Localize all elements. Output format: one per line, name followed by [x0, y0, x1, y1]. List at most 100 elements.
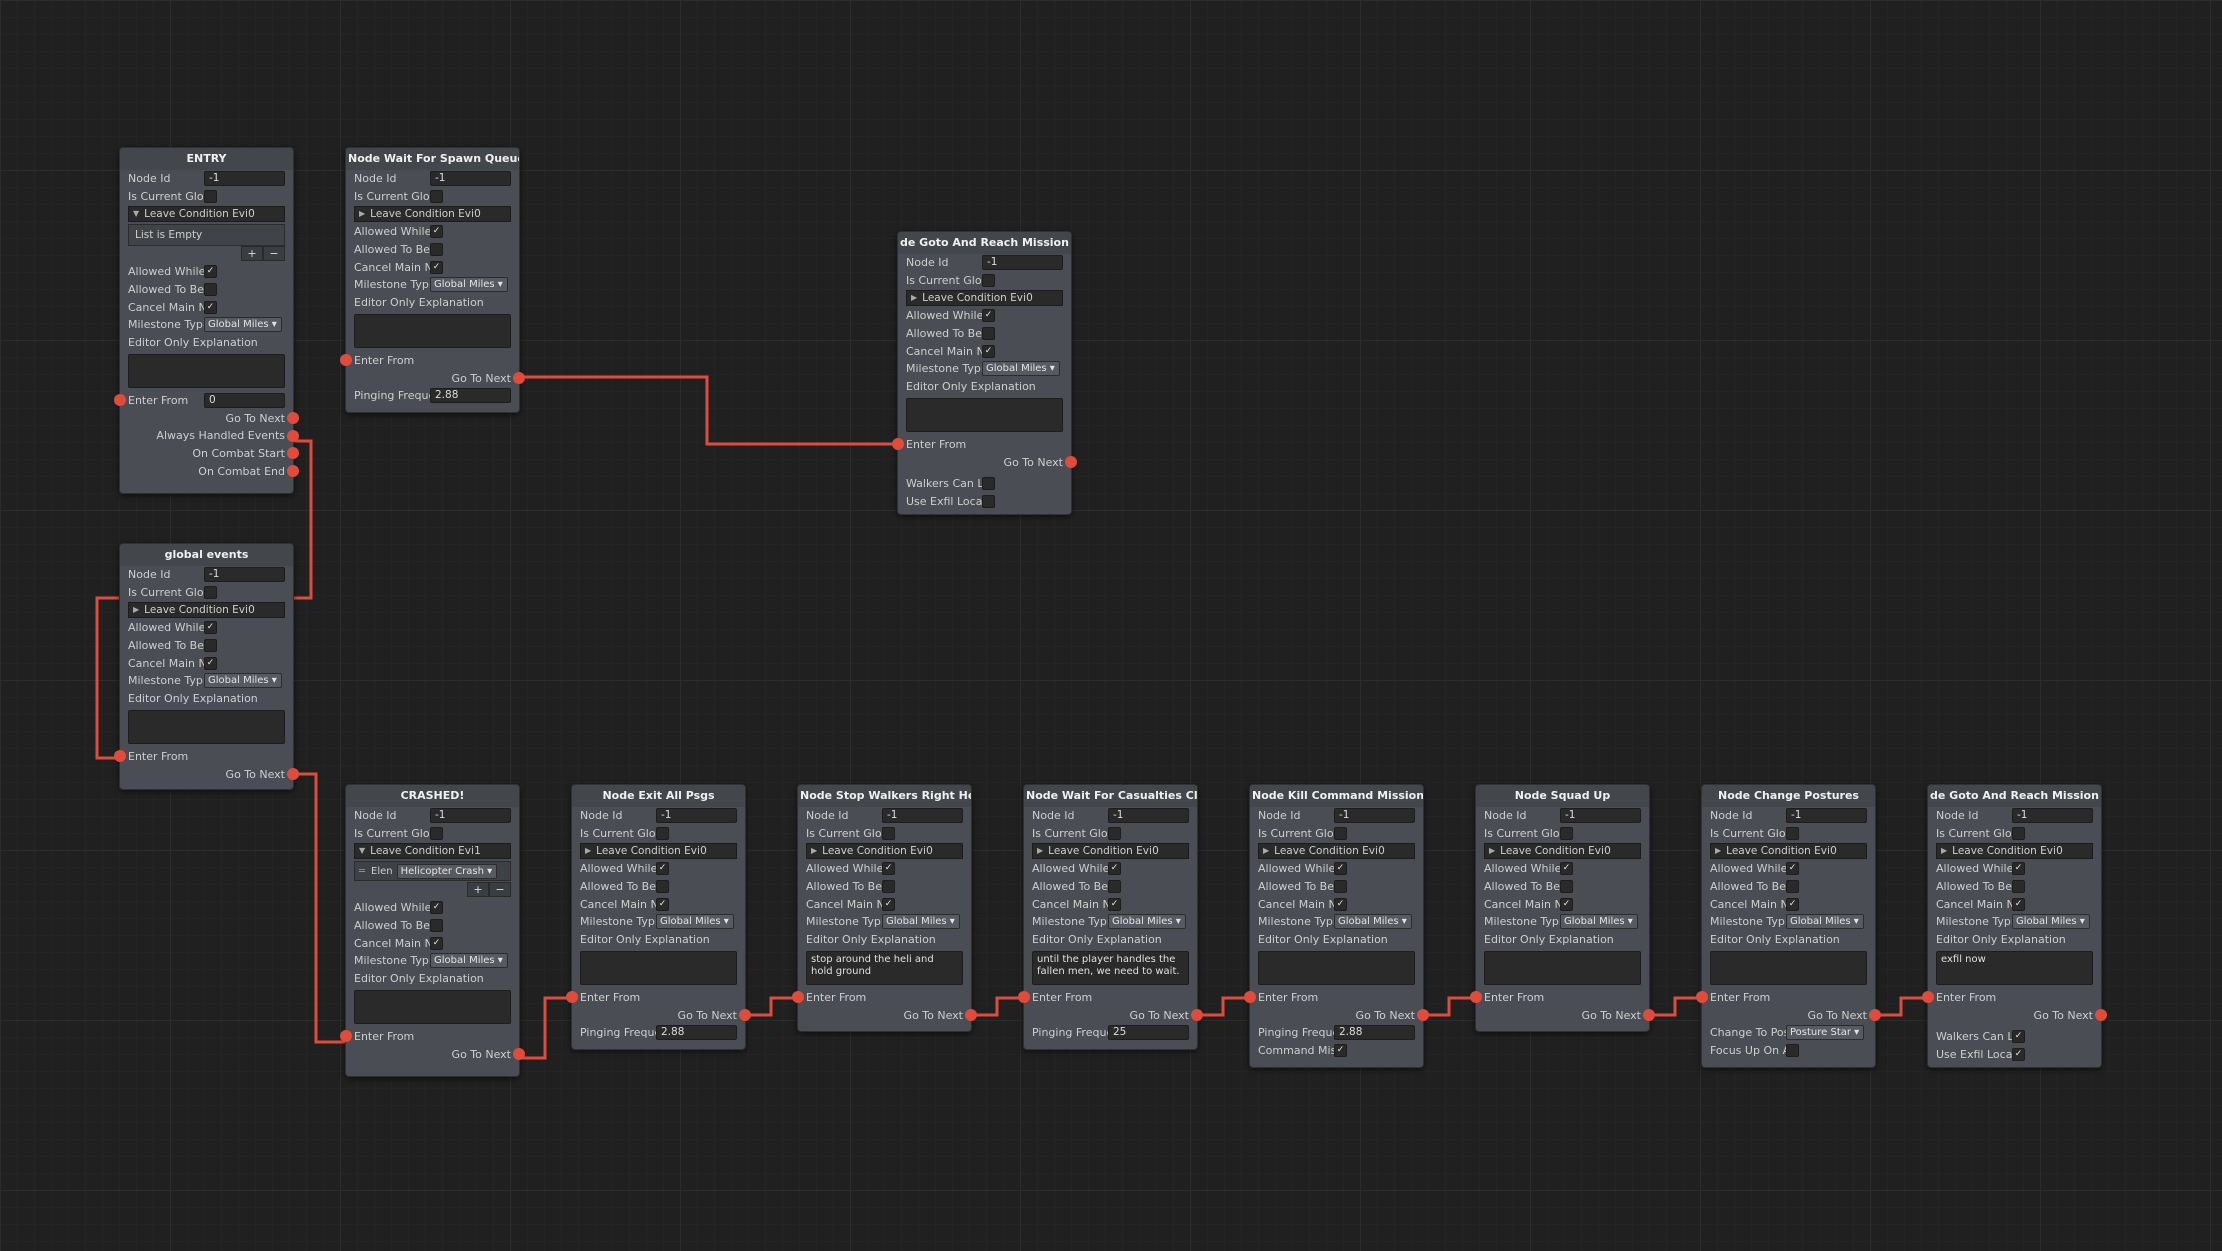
- allowed-while-checkbox[interactable]: ✓: [1786, 862, 1799, 876]
- element-dropdown[interactable]: Helicopter Crash ▾: [396, 863, 497, 879]
- milestone-dropdown[interactable]: Global Miles ▾: [1560, 914, 1638, 930]
- explanation-textarea[interactable]: [128, 353, 285, 388]
- allowed-to-be-checkbox[interactable]: [204, 283, 217, 297]
- walkers-checkbox[interactable]: [982, 477, 995, 491]
- node-crashed[interactable]: CRASHED! Node Id-1 Is Current Glot ▼Leav…: [340, 784, 525, 1077]
- node-id-field[interactable]: -1: [204, 171, 285, 187]
- enter-from-port[interactable]: [892, 438, 904, 451]
- milestone-dropdown[interactable]: Global Miles ▾: [430, 277, 508, 293]
- cancel-main-checkbox[interactable]: ✓: [204, 300, 217, 314]
- enter-from-field[interactable]: 0: [204, 392, 285, 408]
- go-to-next-port[interactable]: [1191, 1009, 1203, 1022]
- go-to-next-port[interactable]: [1869, 1009, 1881, 1022]
- explanation-textarea[interactable]: [354, 313, 511, 348]
- is-current-checkbox[interactable]: [430, 190, 443, 204]
- is-current-checkbox[interactable]: [204, 586, 217, 600]
- node-goto-mission-destination-top[interactable]: de Goto And Reach Mission Destinat Node …: [892, 231, 1077, 515]
- enter-from-port[interactable]: [1244, 991, 1256, 1004]
- on-combat-end-port[interactable]: [287, 465, 299, 478]
- go-to-next-port[interactable]: [2095, 1009, 2107, 1022]
- allowed-while-checkbox[interactable]: ✓: [204, 265, 217, 279]
- explanation-textarea[interactable]: [1710, 950, 1867, 985]
- explanation-textarea[interactable]: stop around the heli and hold ground: [806, 950, 963, 985]
- pinging-field[interactable]: 2.88: [656, 1025, 737, 1041]
- milestone-dropdown[interactable]: Global Miles ▾: [204, 673, 282, 689]
- cancel-main-checkbox[interactable]: ✓: [1334, 897, 1347, 911]
- is-current-checkbox[interactable]: [656, 827, 669, 841]
- go-to-next-port[interactable]: [1417, 1009, 1429, 1022]
- allowed-while-checkbox[interactable]: ✓: [1108, 862, 1121, 876]
- cancel-main-checkbox[interactable]: ✓: [430, 260, 443, 274]
- allowed-to-be-checkbox[interactable]: [1560, 880, 1573, 894]
- node-id-field[interactable]: -1: [1786, 808, 1867, 824]
- cancel-main-checkbox[interactable]: ✓: [204, 656, 217, 670]
- cancel-main-checkbox[interactable]: ✓: [1560, 897, 1573, 911]
- node-id-field[interactable]: -1: [1108, 808, 1189, 824]
- go-to-next-port[interactable]: [513, 1048, 525, 1061]
- walkers-checkbox[interactable]: ✓: [2012, 1030, 2025, 1044]
- allowed-to-be-checkbox[interactable]: [1334, 880, 1347, 894]
- allowed-to-be-checkbox[interactable]: [882, 880, 895, 894]
- is-current-checkbox[interactable]: [1334, 827, 1347, 841]
- enter-from-port[interactable]: [566, 991, 578, 1004]
- explanation-textarea[interactable]: [1258, 950, 1415, 985]
- command-mis-checkbox[interactable]: ✓: [1334, 1043, 1347, 1057]
- allowed-while-checkbox[interactable]: ✓: [982, 309, 995, 323]
- always-handled-port[interactable]: [287, 429, 299, 442]
- node-wait-for-spawn-queue[interactable]: Node Wait For Spawn Queue Node Id-1 Is C…: [340, 147, 525, 413]
- milestone-dropdown[interactable]: Global Miles ▾: [430, 953, 508, 969]
- explanation-textarea[interactable]: [906, 397, 1063, 432]
- allowed-to-be-checkbox[interactable]: [430, 243, 443, 257]
- cancel-main-checkbox[interactable]: ✓: [882, 897, 895, 911]
- cancel-main-checkbox[interactable]: ✓: [1786, 897, 1799, 911]
- node-kill-command-mission[interactable]: Node Kill Command Mission Node Id-1 Is C…: [1244, 784, 1429, 1068]
- node-goto-mission-destination-bottom[interactable]: de Goto And Reach Mission Destinat Node …: [1922, 784, 2107, 1068]
- go-to-next-port[interactable]: [513, 372, 525, 385]
- go-to-next-port[interactable]: [965, 1009, 977, 1022]
- enter-from-port[interactable]: [1922, 991, 1934, 1004]
- milestone-dropdown[interactable]: Global Miles ▾: [1108, 914, 1186, 930]
- node-id-field[interactable]: -1: [430, 808, 511, 824]
- is-current-checkbox[interactable]: [204, 190, 217, 204]
- explanation-textarea[interactable]: exfil now: [1936, 950, 2093, 985]
- allowed-while-checkbox[interactable]: ✓: [656, 862, 669, 876]
- pinging-field[interactable]: 2.88: [430, 388, 511, 404]
- drag-handle-icon[interactable]: ═: [359, 865, 366, 877]
- allowed-to-be-checkbox[interactable]: [1786, 880, 1799, 894]
- go-to-next-port[interactable]: [1065, 456, 1077, 469]
- allowed-while-checkbox[interactable]: ✓: [1560, 862, 1573, 876]
- node-entry[interactable]: ENTRY Node Id-1 Is Current Glot ▼Leave C…: [114, 147, 299, 494]
- is-current-checkbox[interactable]: [1560, 827, 1573, 841]
- allowed-while-checkbox[interactable]: ✓: [882, 862, 895, 876]
- node-id-field[interactable]: -1: [882, 808, 963, 824]
- node-id-field[interactable]: -1: [430, 171, 511, 187]
- cancel-main-checkbox[interactable]: ✓: [982, 344, 995, 358]
- node-squad-up[interactable]: Node Squad Up Node Id-1 Is Current Glot …: [1470, 784, 1655, 1032]
- on-combat-start-port[interactable]: [287, 447, 299, 460]
- allowed-to-be-checkbox[interactable]: [1108, 880, 1121, 894]
- enter-from-port[interactable]: [792, 991, 804, 1004]
- is-current-checkbox[interactable]: [1786, 827, 1799, 841]
- allowed-to-be-checkbox[interactable]: [656, 880, 669, 894]
- allowed-while-checkbox[interactable]: ✓: [1334, 862, 1347, 876]
- node-id-field[interactable]: -1: [204, 567, 285, 583]
- posture-dropdown[interactable]: Posture Star ▾: [1786, 1025, 1864, 1041]
- remove-element-button[interactable]: −: [489, 882, 511, 898]
- milestone-dropdown[interactable]: Global Miles ▾: [1786, 914, 1864, 930]
- node-global-events[interactable]: global events Node Id-1 Is Current Glot …: [114, 543, 299, 790]
- remove-element-button[interactable]: −: [263, 246, 285, 262]
- explanation-textarea[interactable]: [580, 950, 737, 985]
- allowed-to-be-checkbox[interactable]: [204, 639, 217, 653]
- explanation-textarea[interactable]: [128, 709, 285, 744]
- is-current-checkbox[interactable]: [882, 827, 895, 841]
- allowed-to-be-checkbox[interactable]: [982, 327, 995, 341]
- allowed-while-checkbox[interactable]: ✓: [204, 621, 217, 635]
